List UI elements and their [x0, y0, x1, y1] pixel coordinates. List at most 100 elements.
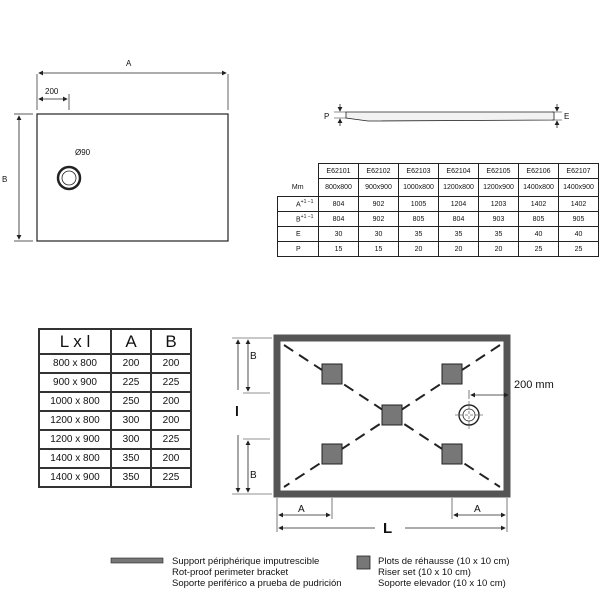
table-cell: 804 — [318, 211, 359, 227]
bracket-legend-icon — [110, 557, 164, 564]
table-cell: 35 — [438, 226, 479, 242]
tray-outline — [36, 113, 229, 242]
table-cell: 35 — [478, 226, 519, 242]
table-cell: 225 — [110, 372, 152, 393]
spec-row-label: B+1 −1 — [277, 211, 319, 227]
drain-icon — [458, 404, 480, 426]
spec-size: 1400x800 — [518, 178, 559, 197]
spec-size: 800x800 — [318, 178, 359, 197]
dim-l-small-label: l — [235, 403, 239, 419]
riser-block — [441, 363, 463, 385]
table-cell: 350 — [110, 448, 152, 469]
riser-legend: Plots de réhausse (10 x 10 cm) Riser set… — [378, 556, 509, 589]
riser-legend-icon — [356, 555, 371, 570]
table-cell: 1000 x 800 — [38, 391, 112, 412]
table-cell: 225 — [150, 429, 192, 450]
riser-frame-drawing: 200 mm B B l A A L — [232, 334, 554, 537]
tray-profile — [345, 111, 555, 122]
spec-col-header: E62101 — [318, 163, 359, 179]
table-cell: 900 x 900 — [38, 372, 112, 393]
table-cell: 300 — [110, 429, 152, 450]
spec-size: 1400x900 — [558, 178, 599, 197]
spec-table: E62101 E62102 E62103 E62104 E62105 E6210… — [277, 163, 599, 257]
table-cell: 25 — [518, 241, 559, 257]
spec-size: 1200x900 — [478, 178, 519, 197]
spec-col-header: E62106 — [518, 163, 559, 179]
perimeter-bracket — [273, 334, 511, 498]
table-cell: 40 — [558, 226, 599, 242]
spec-col-header: E62103 — [398, 163, 439, 179]
size-header: L x l — [38, 328, 112, 355]
table-cell: 1204 — [438, 196, 479, 212]
dim-a-label: A — [126, 59, 132, 68]
spec-col-header: E62105 — [478, 163, 519, 179]
table-cell: 15 — [318, 241, 359, 257]
dim-b-bottom-label: B — [250, 470, 257, 481]
riser-block — [441, 443, 463, 465]
table-cell: 800 x 800 — [38, 353, 112, 374]
riser-block — [321, 363, 343, 385]
legend-line: Rot-proof perimeter bracket — [172, 567, 289, 578]
table-cell: 1200 x 900 — [38, 429, 112, 450]
table-cell: 804 — [318, 196, 359, 212]
table-cell: 1203 — [478, 196, 519, 212]
table-cell: 905 — [558, 211, 599, 227]
plan-view: A 200 B Ø90 — [2, 59, 229, 242]
size-header: B — [150, 328, 192, 355]
profile-p-label: P — [324, 112, 329, 121]
table-cell: 1402 — [558, 196, 599, 212]
table-cell: 200 — [110, 353, 152, 374]
table-cell: 225 — [150, 467, 192, 488]
table-cell: 200 — [150, 410, 192, 431]
drain-label: Ø90 — [75, 148, 91, 157]
table-cell: 200 — [150, 448, 192, 469]
spec-mm-label: Mm — [277, 178, 319, 197]
table-cell: 35 — [398, 226, 439, 242]
size-header: A — [110, 328, 152, 355]
drain-icon — [56, 165, 82, 191]
table-cell: 805 — [518, 211, 559, 227]
table-cell: 300 — [110, 410, 152, 431]
dim-L-label: L — [383, 520, 392, 537]
table-cell: 200 — [150, 391, 192, 412]
spec-row-label: E — [277, 226, 319, 242]
table-cell: 30 — [358, 226, 399, 242]
table-cell: 1005 — [398, 196, 439, 212]
legend-line: Plots de réhausse (10 x 10 cm) — [378, 556, 510, 567]
table-cell: 200 — [150, 353, 192, 374]
legend-line: Soporte periférico a prueba de pudrición — [172, 578, 342, 589]
profile-view: P E — [324, 104, 569, 128]
table-cell: 1400 x 900 — [38, 467, 112, 488]
dim-200-label: 200 — [45, 87, 59, 96]
table-cell: 15 — [358, 241, 399, 257]
spec-col-header: E62104 — [438, 163, 479, 179]
spec-size: 900x900 — [358, 178, 399, 197]
legend-line: Support périphérique imputrescible — [172, 556, 320, 567]
table-cell: 25 — [558, 241, 599, 257]
spec-size: 1000x800 — [398, 178, 439, 197]
dim-b-label: B — [2, 175, 7, 184]
table-cell: 20 — [398, 241, 439, 257]
dim-b-top-label: B — [250, 351, 257, 362]
spec-row-label: A+1 −1 — [277, 196, 319, 212]
table-cell: 225 — [150, 372, 192, 393]
table-cell: 1402 — [518, 196, 559, 212]
riser-block — [321, 443, 343, 465]
spec-col-header: E62102 — [358, 163, 399, 179]
dim-200mm-label: 200 mm — [514, 379, 554, 391]
spec-row-label: P — [277, 241, 319, 257]
spec-size: 1200x800 — [438, 178, 479, 197]
table-cell: 20 — [478, 241, 519, 257]
table-cell: 903 — [478, 211, 519, 227]
table-cell: 350 — [110, 467, 152, 488]
table-cell: 20 — [438, 241, 479, 257]
legend-line: Soporte elevador (10 x 10 cm) — [378, 578, 506, 589]
table-cell: 1400 x 800 — [38, 448, 112, 469]
table-cell: 30 — [318, 226, 359, 242]
profile-e-label: E — [564, 112, 569, 121]
table-cell: 1200 x 800 — [38, 410, 112, 431]
spec-col-header: E62107 — [558, 163, 599, 179]
table-cell: 902 — [358, 211, 399, 227]
